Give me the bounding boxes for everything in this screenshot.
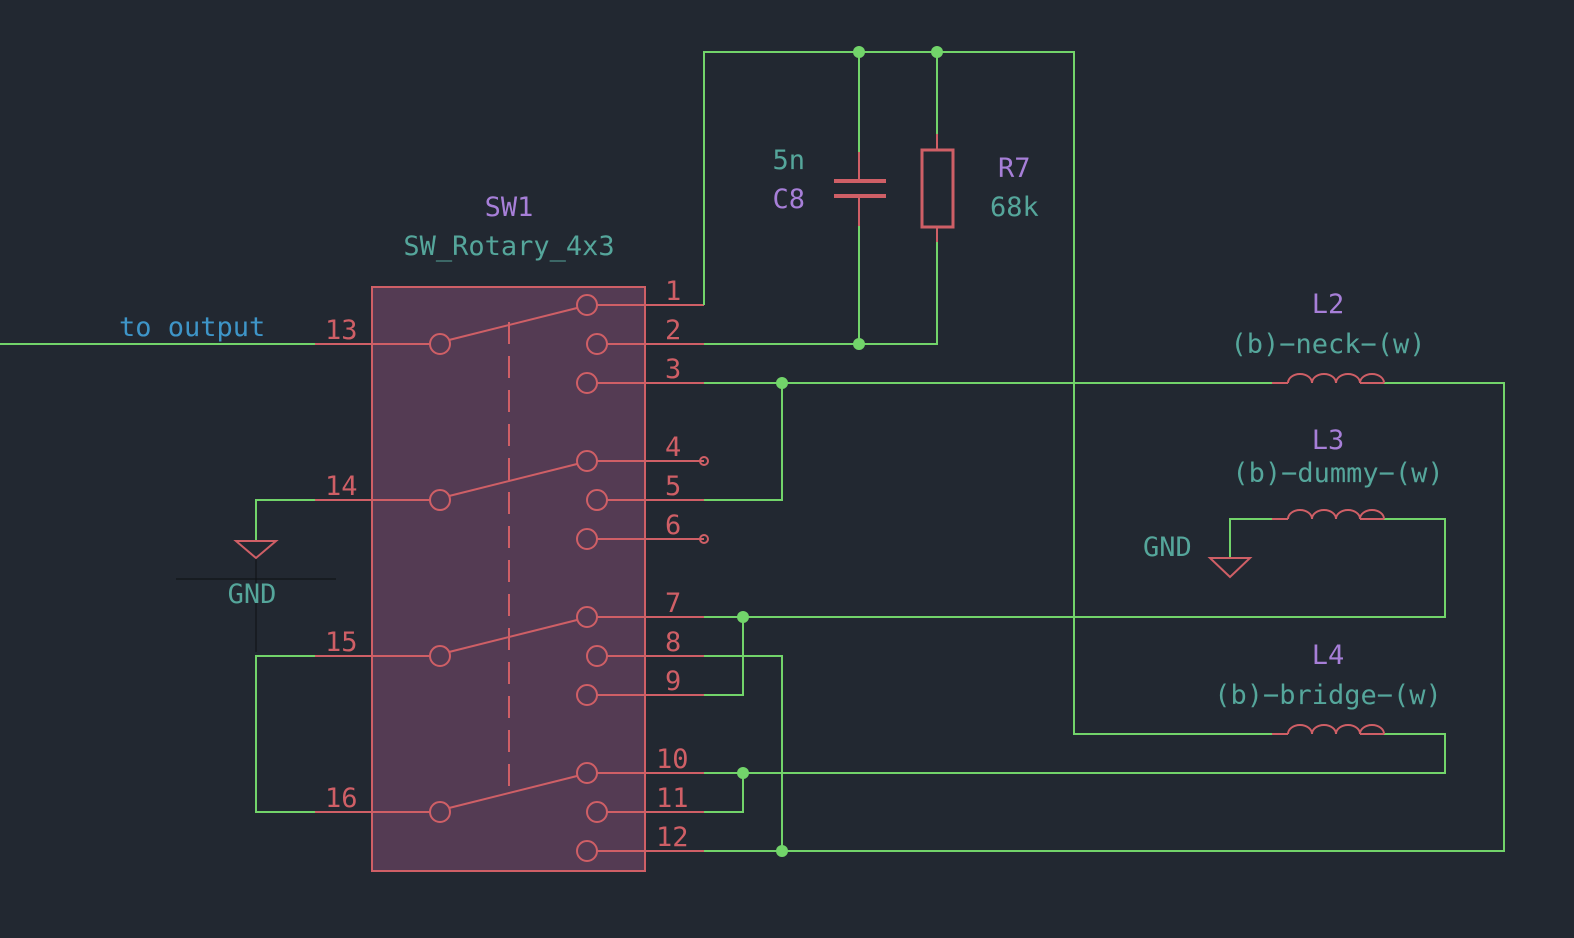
pin-3-label: 3: [665, 354, 681, 385]
wires: [0, 51, 1505, 852]
resistor-r7[interactable]: [920, 134, 955, 242]
gnd-right-label: GND: [1143, 532, 1192, 563]
pin-14-label: 14: [325, 471, 358, 502]
pin-9-label: 9: [665, 666, 681, 697]
inductor-l3[interactable]: [1272, 509, 1385, 520]
gnd-symbol-left[interactable]: [176, 540, 336, 652]
inductor-l3-value: (b)−dummy−(w): [1232, 458, 1443, 489]
switch-reference: SW1: [485, 192, 534, 223]
pin-12-label: 12: [656, 822, 689, 853]
pin-8-label: 8: [665, 627, 681, 658]
resistor-value: 68k: [990, 192, 1039, 223]
inductor-l2[interactable]: [1272, 373, 1385, 384]
capacitor-value: 5n: [772, 145, 805, 176]
pin-16-label: 16: [325, 783, 358, 814]
pin-6-label: 6: [665, 510, 681, 541]
switch-wiper-16: [315, 775, 578, 823]
pin-10-label: 10: [656, 744, 689, 775]
switch-contacts: [576, 294, 709, 862]
net-label-output: to output: [119, 312, 265, 343]
inductor-l2-value: (b)−neck−(w): [1230, 329, 1425, 360]
inductor-l2-reference: L2: [1312, 289, 1345, 320]
pin-5-label: 5: [665, 471, 681, 502]
resistor-reference: R7: [998, 153, 1031, 184]
junctions: [737, 46, 943, 857]
pin-7-label: 7: [665, 588, 681, 619]
pin-2-label: 2: [665, 315, 681, 346]
inductor-l4-value: (b)−bridge−(w): [1214, 680, 1442, 711]
switch-wiper-14: [315, 463, 578, 511]
capacitor-reference: C8: [772, 184, 805, 215]
switch-sw1[interactable]: 1 2 3 4 5 6 7 8 9 10 11 12 13 14 15 16: [315, 276, 709, 872]
pin-4-label: 4: [665, 432, 681, 463]
inductor-l3-reference: L3: [1312, 425, 1345, 456]
pin-15-label: 15: [325, 627, 358, 658]
pin-1-label: 1: [665, 276, 681, 307]
switch-value: SW_Rotary_4x3: [403, 231, 614, 262]
switch-wiper-15: [315, 619, 578, 667]
switch-wiper-13: [315, 307, 578, 355]
pin-13-label: 13: [325, 315, 358, 346]
gnd-left-label: GND: [228, 579, 277, 610]
inductor-l4-reference: L4: [1312, 640, 1345, 671]
inductor-l4[interactable]: [1272, 724, 1385, 735]
gnd-symbol-right[interactable]: [1207, 557, 1253, 579]
capacitor-c8[interactable]: [834, 152, 886, 226]
pin-11-label: 11: [656, 783, 689, 814]
